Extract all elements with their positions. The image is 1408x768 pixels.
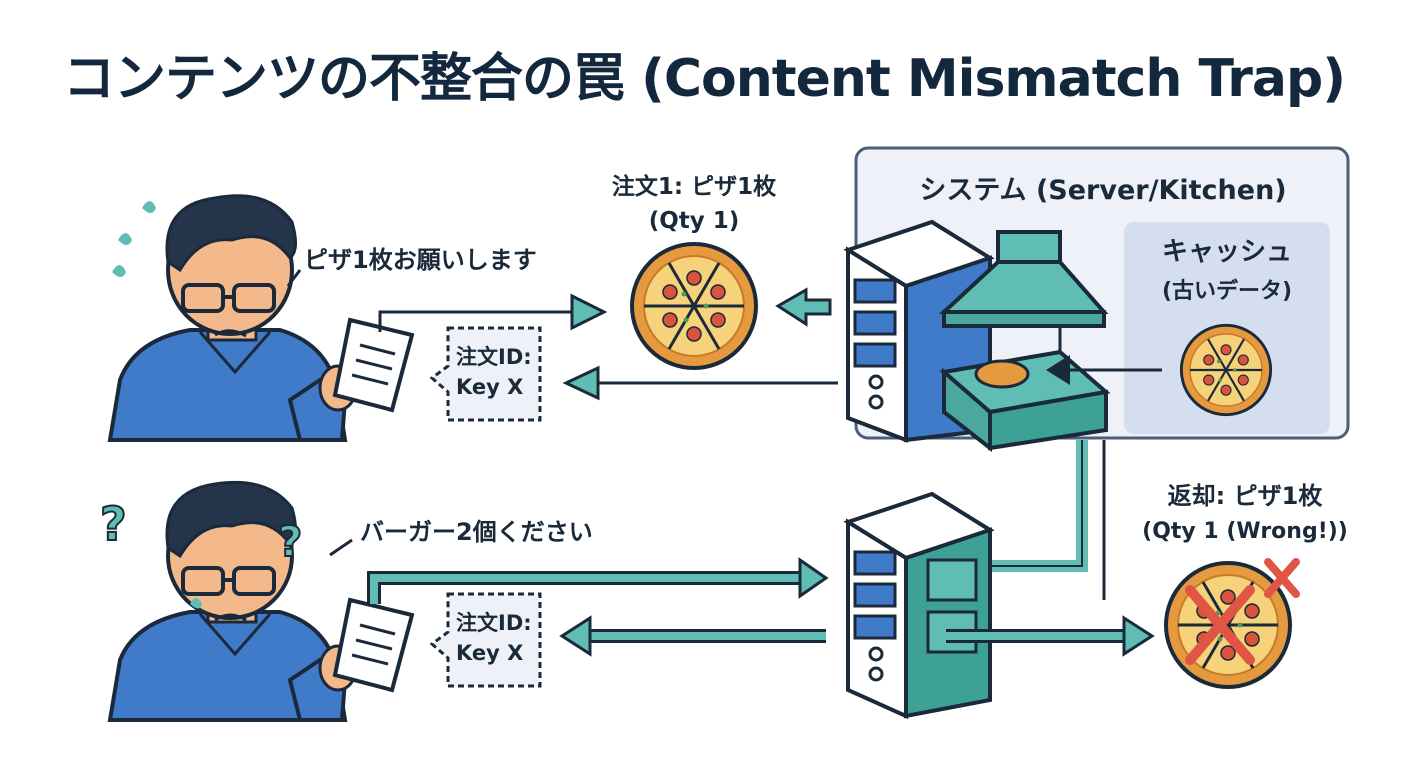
order-ticket-bottom xyxy=(429,592,542,688)
pizza-wrong-icon xyxy=(1164,561,1292,689)
order-label-top: 注文1: ピザ1枚 (Qty 1) xyxy=(594,170,794,238)
question-mark-icon: ? xyxy=(278,517,302,566)
pizza-order-icon xyxy=(630,242,758,370)
ticket-id-value: Key X xyxy=(456,375,524,399)
order-ticket-top xyxy=(429,326,542,422)
tear-drop-icon xyxy=(190,598,202,609)
sweat-drop-icon xyxy=(112,265,126,277)
customer-bottom-figure: ? ? xyxy=(99,480,358,722)
order-label-line1: 注文1: ピザ1枚 xyxy=(611,174,777,200)
ticket-id-value: Key X xyxy=(456,641,524,665)
ticket-top-text: 注文ID: Key X xyxy=(456,342,532,402)
server-bottom-icon xyxy=(843,491,995,720)
cache-title: キャッシュ xyxy=(1161,237,1292,267)
ticket-id-label: 注文ID: xyxy=(456,611,532,635)
cache-to-client-arrow xyxy=(775,287,832,327)
receipt-icon xyxy=(332,317,415,413)
order-label-line2: (Qty 1) xyxy=(648,208,740,234)
speech-top: ピザ1枚お願いします xyxy=(304,246,537,274)
pizza-cache-icon xyxy=(1179,323,1273,417)
receipt-icon xyxy=(332,597,415,693)
cache-subtitle: (古いデータ) xyxy=(1161,279,1293,304)
ticket-id-label: 注文ID: xyxy=(456,345,532,369)
question-mark-icon: ? xyxy=(100,497,127,551)
error-x-icon xyxy=(1185,558,1300,665)
sweat-drop-icon xyxy=(118,233,132,245)
order-flow-arrow xyxy=(378,310,582,332)
customer-top-figure xyxy=(107,194,358,442)
page-title: コンテンツの不整合の罠 (Content Mismatch Trap) xyxy=(63,49,1346,109)
cache-label: キャッシュ (古いデータ) xyxy=(1124,232,1330,312)
burger-icon xyxy=(974,359,1030,389)
ticket-bottom-text: 注文ID: Key X xyxy=(456,608,532,668)
system-label: システム (Server/Kitchen) xyxy=(919,175,1287,206)
return-line1: 返却: ピザ1枚 xyxy=(1167,482,1323,510)
sweat-drop-icon xyxy=(142,201,156,213)
return-line2: (Qty 1 (Wrong!)) xyxy=(1142,519,1348,544)
return-label: 返却: ピザ1枚 (Qty 1 (Wrong!)) xyxy=(1130,478,1360,550)
speech-bottom: バーガー2個ください xyxy=(360,518,593,546)
